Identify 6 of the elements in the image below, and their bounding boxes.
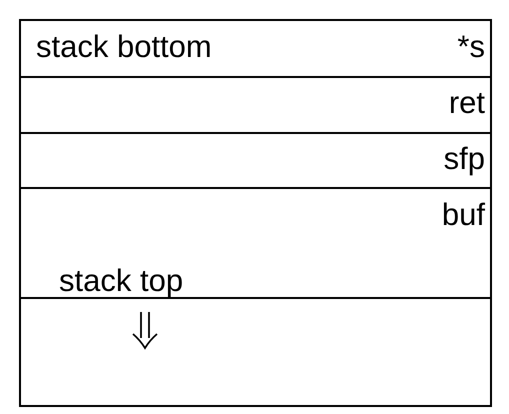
table-cell-text: sfp [444,141,485,177]
table-cell-text: ret [448,85,485,121]
table-cell-text: stack bottom [36,29,212,65]
table-cell-text: buf [442,197,485,233]
table-cell-text: *s [457,29,485,65]
table-cell-text: stack top [59,263,184,299]
